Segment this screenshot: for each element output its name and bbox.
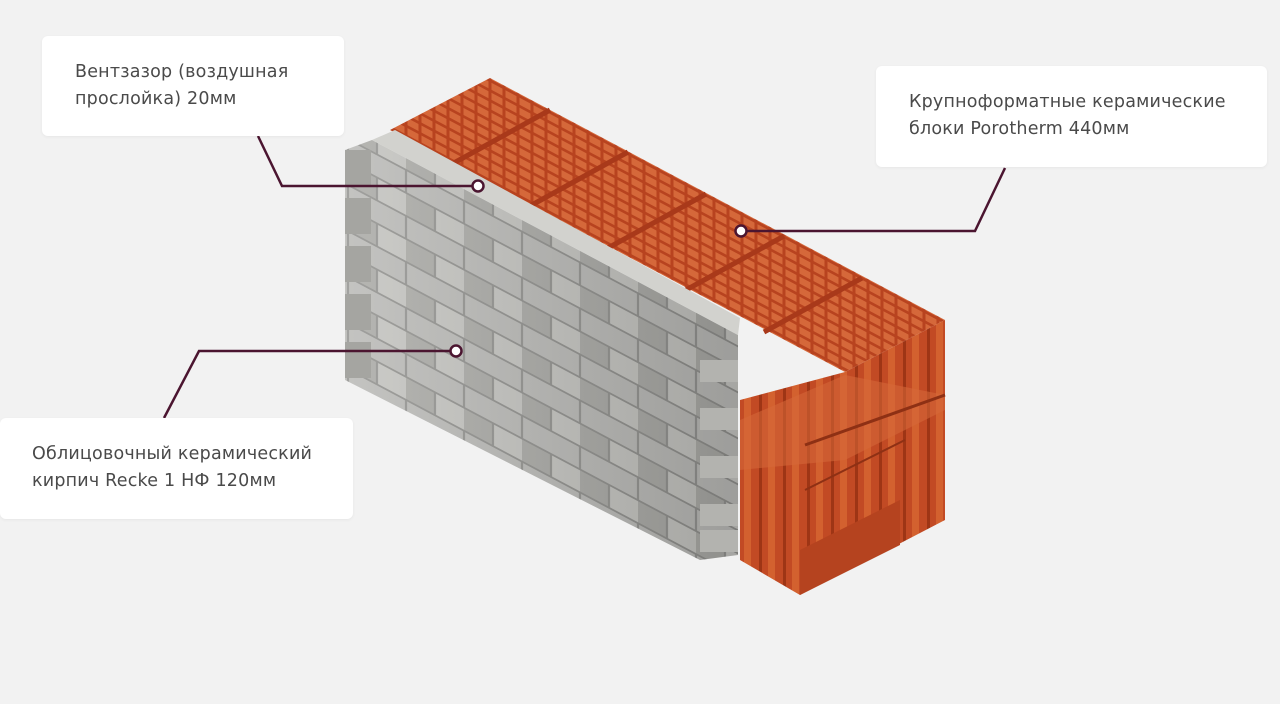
ceramic-block-wall <box>390 78 946 595</box>
marker-dots <box>449 179 748 358</box>
ceramic-block-top <box>390 78 945 372</box>
callout-ceramic-blocks-line1: Крупноформатные керамические <box>909 92 1226 112</box>
marker-dot-ceramic-blocks <box>734 224 748 238</box>
block-joints <box>450 107 864 335</box>
callout-air-gap-line1: Вентзазор (воздушная <box>75 62 289 82</box>
callout-air-gap: Вентзазор (воздушная прослойка) 20мм <box>42 36 344 136</box>
brick-left-edge <box>345 150 371 378</box>
callout-facing-brick: Облицовочный керамический кирпич Recke 1… <box>0 418 353 519</box>
facing-brick-wall <box>345 130 740 560</box>
leader-line-air-gap <box>256 135 478 188</box>
brick-right-edge <box>700 360 738 552</box>
facing-brick-top <box>372 130 740 335</box>
marker-dot-air-gap <box>471 179 485 193</box>
callout-air-gap-line2: прослойка) 20мм <box>75 89 237 109</box>
callout-ceramic-blocks: Крупноформатные керамические блоки Porot… <box>876 66 1267 167</box>
callout-facing-brick-line1: Облицовочный керамический <box>32 444 313 464</box>
leader-line-ceramic-blocks <box>741 167 1007 233</box>
leader-line-facing-brick <box>162 349 456 419</box>
marker-dot-facing-brick <box>449 344 463 358</box>
callout-ceramic-blocks-line2: блоки Porotherm 440мм <box>909 119 1130 139</box>
callout-facing-brick-line2: кирпич Recke 1 НФ 120мм <box>32 471 277 491</box>
leader-lines <box>162 135 1007 419</box>
